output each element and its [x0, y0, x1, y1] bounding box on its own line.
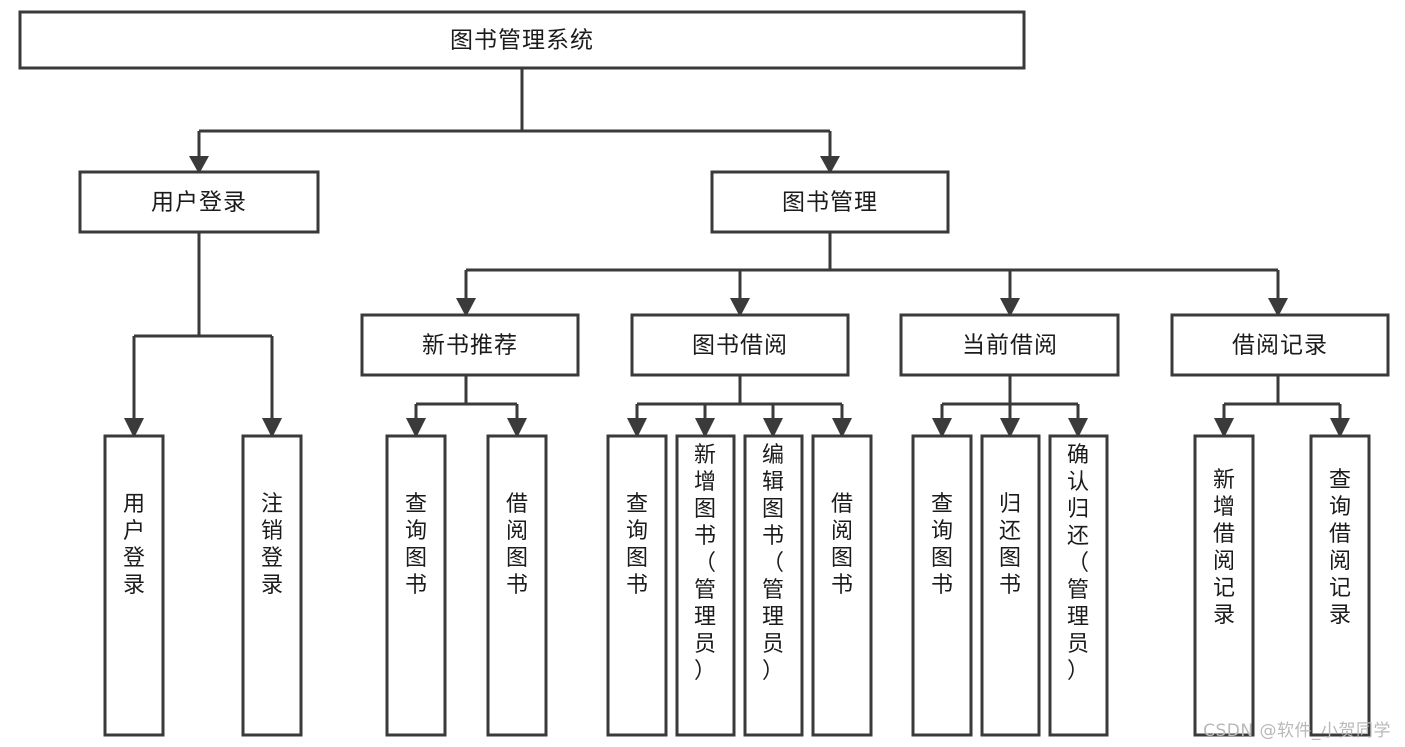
node-book-manage-box[interactable] [710, 170, 950, 234]
node-user-login-label: 用户登录 [151, 190, 247, 216]
arrow-head-leaf-add-book [695, 418, 715, 438]
arrow-head-leaf-borrow-book-2 [832, 418, 852, 438]
node-user-login[interactable]: 用户登录 [78, 170, 320, 234]
node-new-book-recommend-label: 新书推荐 [422, 333, 518, 359]
node-user-login-box[interactable] [78, 170, 320, 234]
leaf-query-book-2-box[interactable] [606, 434, 668, 737]
arrow-head-leaf-query-book-1 [406, 418, 426, 438]
arrow-head-new-book-recommend [456, 298, 476, 317]
leaf-user-logout-box[interactable] [241, 434, 303, 737]
leaf-edit-book-label: 编辑图书（管理员） [762, 443, 784, 684]
node-root-book-management-system[interactable]: 图书管理系统 [18, 10, 1026, 70]
leaf-node-query-record[interactable]: 查询借阅记录 [1309, 434, 1371, 737]
leaf-user-login-label: 用户登录 [123, 492, 145, 598]
node-root-box[interactable] [18, 10, 1026, 70]
leaf-node-user-login[interactable]: 用户登录 [103, 434, 165, 737]
connector-layer [124, 68, 1350, 438]
leaf-edit-book-box[interactable] [743, 434, 804, 737]
leaf-node-query-book-3[interactable]: 查询图书 [911, 434, 973, 737]
arrow-head-leaf-confirm-return [1068, 418, 1088, 438]
leaf-query-book-2-label: 查询图书 [626, 492, 648, 598]
arrow-head-borrow-record [1268, 298, 1288, 317]
leaf-node-add-book[interactable]: 新增图书（管理员） [675, 434, 736, 737]
arrow-head-leaf-user-logout [262, 418, 282, 438]
leaf-query-book-1-label: 查询图书 [405, 492, 427, 598]
arrow-head-book-borrow [730, 298, 750, 317]
node-current-borrow[interactable]: 当前借阅 [899, 313, 1120, 377]
arrow-head-leaf-query-book-3 [932, 418, 952, 438]
arrow-head-leaf-return-book [1000, 418, 1020, 438]
node-new-book-recommend[interactable]: 新书推荐 [360, 313, 580, 377]
leaf-return-book-label: 归还图书 [999, 492, 1021, 598]
node-root-label: 图书管理系统 [450, 28, 594, 54]
leaf-borrow-book-2-label: 借阅图书 [831, 492, 853, 598]
arrow-head-user-login [189, 156, 209, 174]
leaf-node-borrow-book-1[interactable]: 借阅图书 [486, 434, 548, 737]
node-book-manage-label: 图书管理 [782, 190, 878, 216]
leaf-add-book-box[interactable] [675, 434, 736, 737]
leaf-node-edit-book[interactable]: 编辑图书（管理员） [743, 434, 804, 737]
leaf-confirm-return-label: 确认归还（管理员） [1067, 443, 1089, 684]
leaf-node-return-book[interactable]: 归还图书 [980, 434, 1041, 737]
node-current-borrow-label: 当前借阅 [962, 333, 1058, 359]
leaf-query-record-box[interactable] [1309, 434, 1371, 737]
node-book-manage[interactable]: 图书管理 [710, 170, 950, 234]
leaf-add-book-label: 新增图书（管理员） [694, 443, 716, 684]
node-borrow-record-box[interactable] [1170, 313, 1390, 377]
leaf-borrow-book-1-label: 借阅图书 [506, 492, 528, 598]
leaf-confirm-return-box[interactable] [1048, 434, 1109, 737]
node-book-borrow-box[interactable] [630, 313, 850, 377]
node-current-borrow-box[interactable] [899, 313, 1120, 377]
node-borrow-record[interactable]: 借阅记录 [1170, 313, 1390, 377]
leaf-node-query-book-2[interactable]: 查询图书 [606, 434, 668, 737]
arrow-head-leaf-query-record [1330, 418, 1350, 438]
arrow-head-leaf-edit-book [763, 418, 783, 438]
leaf-borrow-book-1-box[interactable] [486, 434, 548, 737]
leaf-node-query-book-1[interactable]: 查询图书 [385, 434, 447, 737]
arrow-head-leaf-borrow-book-1 [507, 418, 527, 438]
arrow-head-leaf-user-login [124, 418, 144, 438]
leaf-borrow-book-2-box[interactable] [811, 434, 873, 737]
arrow-head-book-manage [820, 156, 840, 174]
leaf-node-user-logout[interactable]: 注销登录 [241, 434, 303, 737]
leaf-node-confirm-return[interactable]: 确认归还（管理员） [1048, 434, 1109, 737]
leaf-node-borrow-book-2[interactable]: 借阅图书 [811, 434, 873, 737]
leaf-add-record-box[interactable] [1193, 434, 1255, 737]
node-book-borrow[interactable]: 图书借阅 [630, 313, 850, 377]
leaf-query-record-label: 查询借阅记录 [1329, 468, 1351, 628]
leaf-node-add-record[interactable]: 新增借阅记录 [1193, 434, 1255, 737]
node-new-book-recommend-box[interactable] [360, 313, 580, 377]
arrow-head-leaf-query-book-2 [627, 418, 647, 438]
leaf-query-book-3-box[interactable] [911, 434, 973, 737]
node-borrow-record-label: 借阅记录 [1232, 333, 1328, 359]
arrow-head-leaf-add-record [1214, 418, 1234, 438]
node-book-borrow-label: 图书借阅 [692, 333, 788, 359]
leaf-add-record-label: 新增借阅记录 [1213, 468, 1235, 628]
leaf-query-book-1-box[interactable] [385, 434, 447, 737]
leaf-query-book-3-label: 查询图书 [931, 492, 953, 598]
leaf-user-logout-label: 注销登录 [261, 492, 283, 598]
leaf-user-login-box[interactable] [103, 434, 165, 737]
arrow-head-current-borrow [1000, 298, 1020, 317]
leaf-return-book-box[interactable] [980, 434, 1041, 737]
